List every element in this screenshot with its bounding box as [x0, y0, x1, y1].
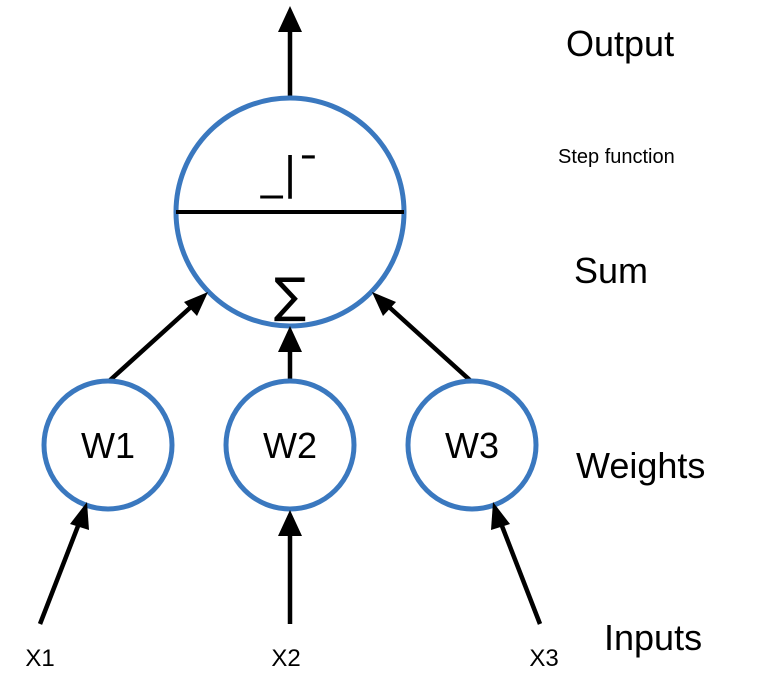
- arrow-w1-to-sum: [106, 292, 208, 384]
- label-weights: Weights: [576, 445, 705, 486]
- sum-symbol: ∑: [274, 268, 306, 324]
- step-function-symbol: _|¯: [260, 148, 320, 199]
- output-arrow: [278, 6, 302, 100]
- arrow-w2-to-sum: [278, 326, 302, 382]
- label-step-function: Step function: [558, 146, 675, 168]
- weight-to-sum-arrows: [106, 292, 474, 384]
- weight-node-w3: W3: [405, 378, 539, 512]
- label-inputs: Inputs: [604, 617, 702, 658]
- arrow-x3-to-w3: [491, 502, 543, 625]
- weight-node-w2: W2: [223, 378, 357, 512]
- input-label-x3: X3: [529, 645, 558, 672]
- label-sum: Sum: [574, 250, 648, 291]
- label-output: Output: [566, 23, 674, 64]
- arrow-x2-to-w2: [278, 510, 302, 624]
- weight-label-w1: W1: [81, 425, 135, 466]
- weight-label-w2: W2: [263, 425, 317, 466]
- input-to-weight-arrows: [37, 502, 543, 625]
- arrow-x1-to-w1: [37, 502, 89, 625]
- input-label-x2: X2: [271, 645, 300, 672]
- arrow-w3-to-sum: [372, 292, 474, 384]
- neuron-node: _|¯ ∑: [173, 95, 407, 329]
- weight-node-w1: W1: [41, 378, 175, 512]
- weight-label-w3: W3: [445, 425, 499, 466]
- input-label-x1: X1: [25, 645, 54, 672]
